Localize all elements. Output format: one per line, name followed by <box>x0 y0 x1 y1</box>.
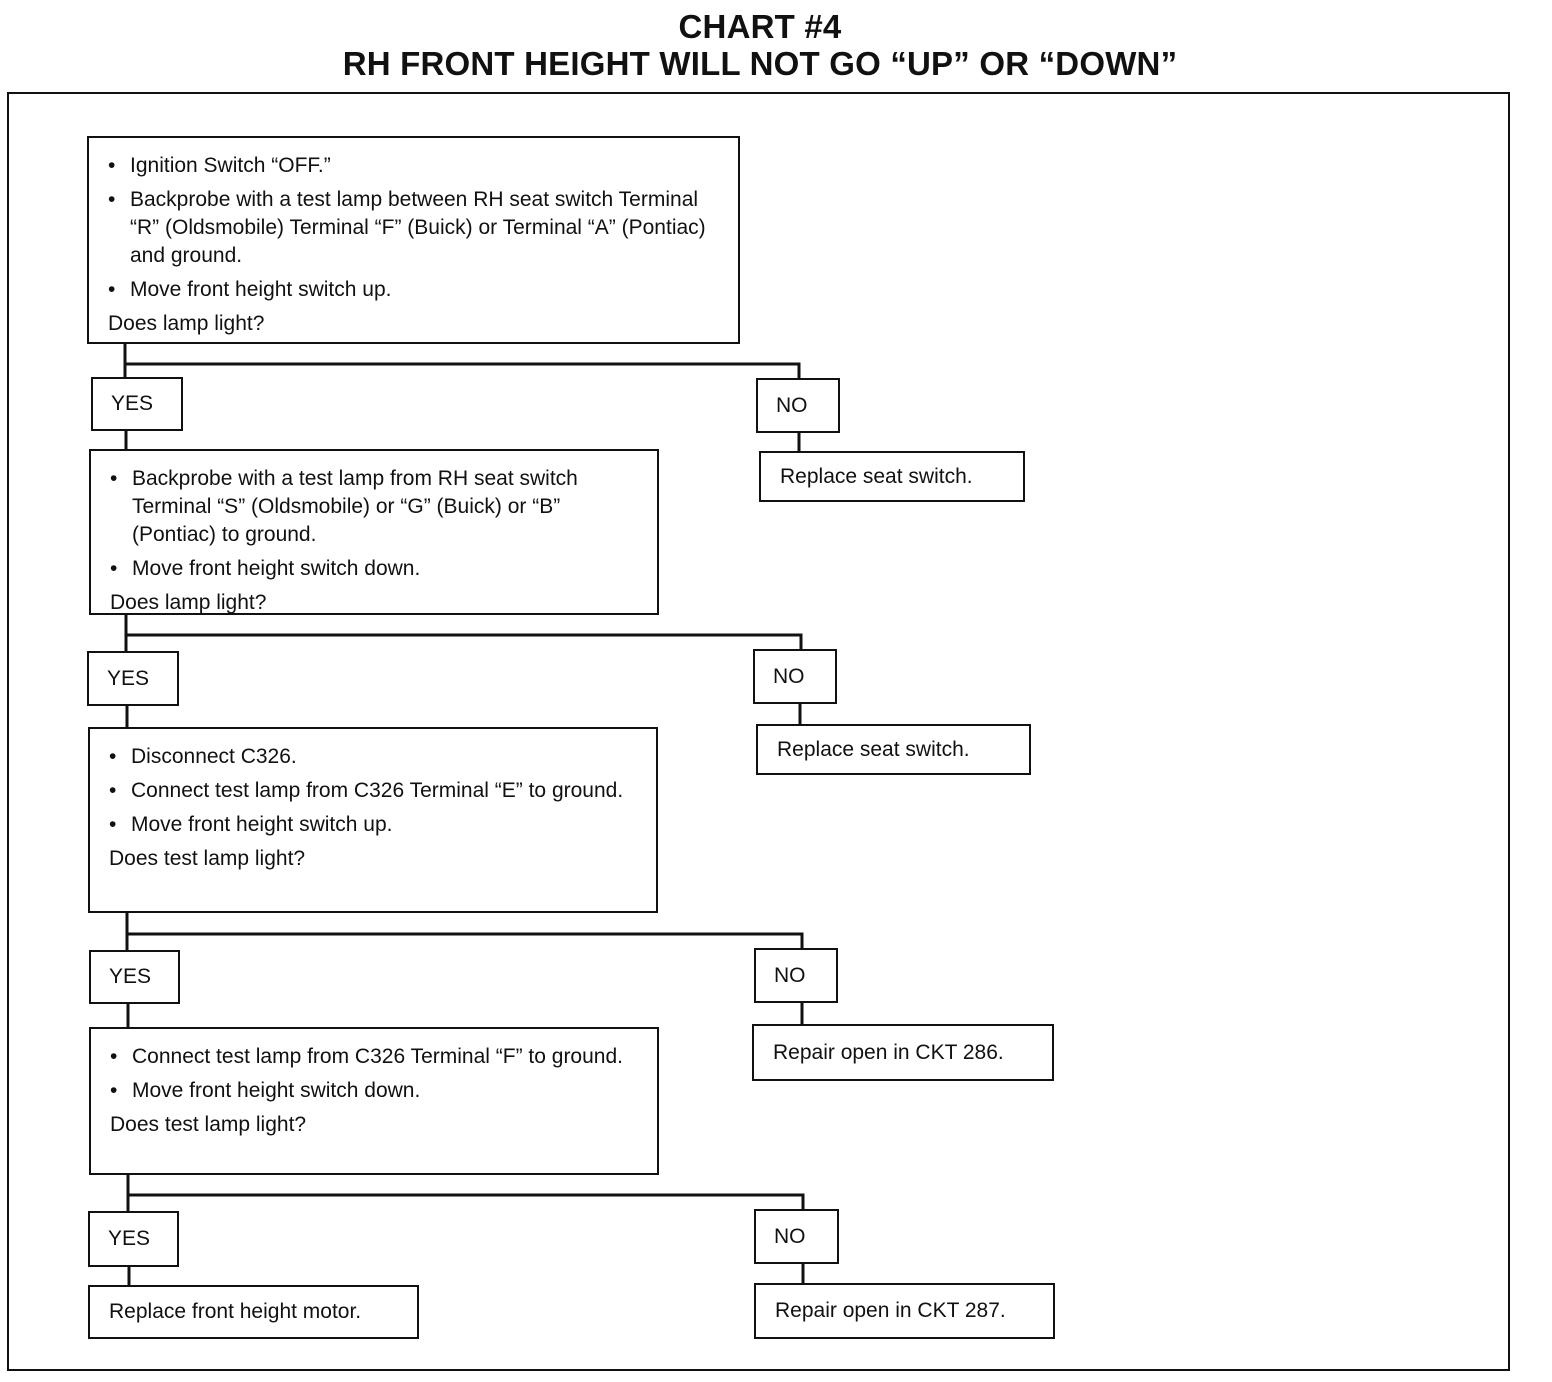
step-2-bullet: Move front height switch down. <box>110 555 639 583</box>
connector-step2 <box>124 614 803 649</box>
connector-step4 <box>126 1174 805 1209</box>
yes-label-1: YES <box>91 377 183 431</box>
step-3-bullet: Disconnect C326. <box>109 743 638 771</box>
connector-step3 <box>125 912 804 948</box>
step-2-question: Does lamp light? <box>110 591 267 614</box>
no-label-3: NO <box>754 948 838 1003</box>
result-repair-ckt-286: Repair open in CKT 286. <box>752 1024 1054 1081</box>
step-1-bullet: Backprobe with a test lamp between RH se… <box>108 186 720 270</box>
yes-label-4: YES <box>88 1211 179 1267</box>
step-4-question: Does test lamp light? <box>110 1113 307 1136</box>
step-3-bullet: Connect test lamp from C326 Terminal “E”… <box>109 777 638 805</box>
yes-label-2: YES <box>87 651 179 706</box>
step-1-bullet: Move front height switch up. <box>108 276 720 304</box>
step-4-box: Connect test lamp from C326 Terminal “F”… <box>89 1027 659 1175</box>
result-replace-front-height-motor: Replace front height motor. <box>88 1285 419 1339</box>
no-label-1: NO <box>756 378 840 433</box>
no-label-4: NO <box>754 1209 839 1264</box>
no-label-2: NO <box>753 649 837 704</box>
step-1-question: Does lamp light? <box>108 312 265 335</box>
step-3-question: Does test lamp light? <box>109 847 306 870</box>
diagram-frame <box>7 92 1510 1371</box>
step-4-bullet: Connect test lamp from C326 Terminal “F”… <box>110 1043 639 1071</box>
yes-label-3: YES <box>89 950 180 1004</box>
result-replace-seat-switch-1: Replace seat switch. <box>759 451 1025 502</box>
step-2-box: Backprobe with a test lamp from RH seat … <box>89 449 659 615</box>
chart-number-title: CHART #4 <box>678 8 842 45</box>
step-1-box: Ignition Switch “OFF.” Backprobe with a … <box>87 136 740 344</box>
step-1-bullet: Ignition Switch “OFF.” <box>108 152 720 180</box>
step-2-bullet: Backprobe with a test lamp from RH seat … <box>110 465 639 549</box>
step-4-bullet: Move front height switch down. <box>110 1077 639 1105</box>
step-3-box: Disconnect C326. Connect test lamp from … <box>88 727 658 913</box>
result-replace-seat-switch-2: Replace seat switch. <box>756 724 1031 775</box>
connector-step1 <box>123 343 801 378</box>
step-3-bullet: Move front height switch up. <box>109 811 638 839</box>
result-repair-ckt-287: Repair open in CKT 287. <box>754 1283 1055 1339</box>
chart-title: RH FRONT HEIGHT WILL NOT GO “UP” OR “DOW… <box>342 45 1178 82</box>
